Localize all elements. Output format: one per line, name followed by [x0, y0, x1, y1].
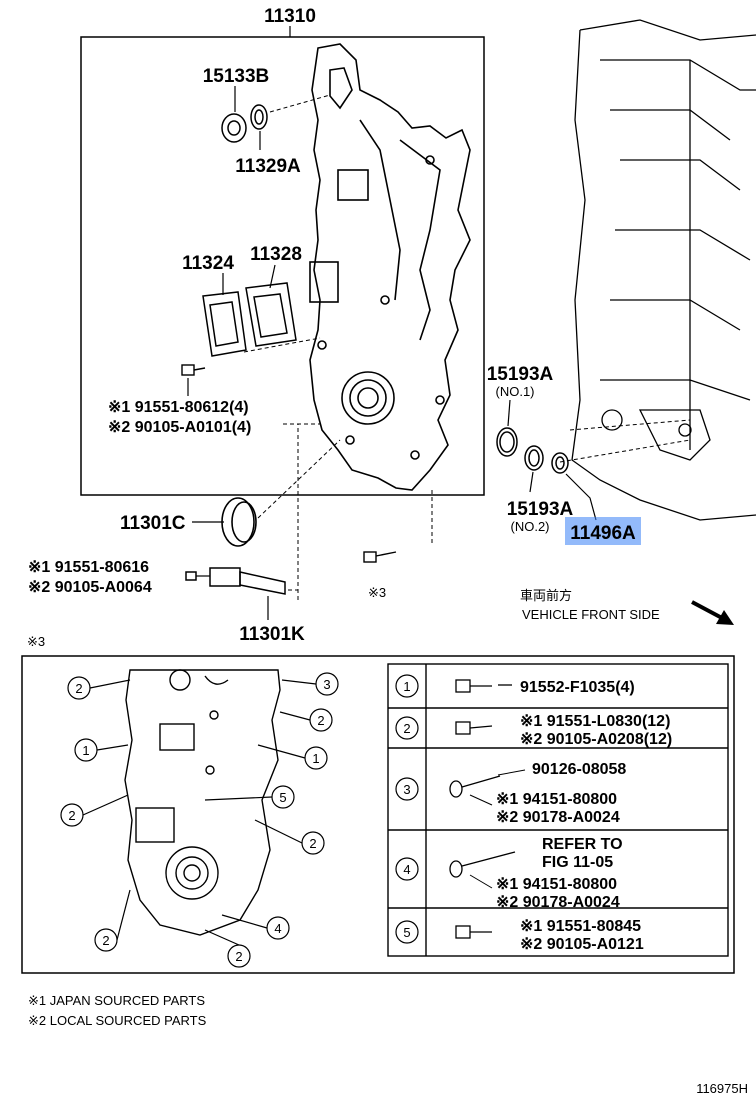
seals-drawing: [496, 427, 569, 474]
legend-num-4: 4: [403, 862, 410, 877]
footnote-japan: ※1 JAPAN SOURCED PARTS: [28, 993, 205, 1008]
legend-1-line-1[interactable]: 91552-F1035(4): [520, 679, 635, 696]
part-label-o-ring-top[interactable]: 11329A: [235, 156, 301, 177]
callout-2: 1: [82, 743, 89, 758]
part-label-crank-seal[interactable]: 11301C: [120, 513, 186, 534]
legend-num-5: 5: [403, 925, 410, 940]
legend-2-line-2[interactable]: ※2 90105-A0208(12): [520, 731, 672, 748]
front-arrow-icon: [691, 600, 734, 625]
callout-6: 2: [317, 713, 324, 728]
callout-9: 2: [309, 836, 316, 851]
sensor-bolt-2[interactable]: ※2 90105-A0064: [28, 579, 152, 596]
part-label-highlighted[interactable]: 11496A: [570, 523, 636, 544]
legend-table: [387, 663, 729, 957]
callout-1: 2: [75, 681, 82, 696]
callout-10: 4: [274, 921, 281, 936]
legend-3-line-1[interactable]: 90126-08058: [532, 761, 626, 778]
plate-bolt-1[interactable]: ※1 91551-80612(4): [108, 399, 249, 416]
callout-4: 2: [102, 933, 109, 948]
sensor-bolt-1[interactable]: ※1 91551-80616: [28, 559, 149, 576]
plate-drawing: [202, 282, 297, 357]
legend-num-3: 3: [403, 782, 410, 797]
assembly-box: [80, 36, 485, 496]
part-label-sensor[interactable]: 11301K: [239, 624, 305, 645]
legend-leaders: [469, 769, 526, 889]
legend-3-line-2[interactable]: ※1 94151-80800: [496, 791, 617, 808]
diagram-number: 116975H: [696, 1081, 748, 1096]
seal-no1-sub: (NO.1): [496, 384, 535, 399]
callout-11: 2: [235, 949, 242, 964]
engine-block-drawing: [571, 19, 756, 521]
inset-box: [21, 655, 735, 974]
legend-5-line-2[interactable]: ※2 90105-A0121: [520, 936, 644, 953]
legend-4-line-4[interactable]: ※2 90178-A0024: [496, 894, 620, 911]
vehicle-front-jp: 車両前方: [520, 588, 572, 603]
callout-7: 1: [312, 751, 319, 766]
part-label-plate[interactable]: 11324: [182, 253, 234, 274]
part-label-seal-no1[interactable]: 15193A: [487, 364, 554, 385]
legend-bolt-icons: [449, 679, 516, 939]
callout-5: 3: [323, 677, 330, 692]
legend-5-line-1[interactable]: ※1 91551-80845: [520, 918, 641, 935]
vehicle-front-en: VEHICLE FRONT SIDE: [522, 607, 660, 622]
callout-8: 5: [279, 790, 286, 805]
footnote-local: ※2 LOCAL SOURCED PARTS: [28, 1013, 207, 1028]
ref3-bolt-label: ※3: [368, 585, 386, 600]
legend-2-line-1[interactable]: ※1 91551-L0830(12): [520, 713, 670, 730]
plate-bolt-drawing: [181, 364, 206, 376]
sensor-drawing: [185, 567, 286, 595]
part-label-seal-no2[interactable]: 15193A: [507, 499, 574, 520]
crank-seal-drawing: [221, 497, 257, 547]
legend-4-line-3[interactable]: ※1 94151-80800: [496, 876, 617, 893]
ref3-bolt-drawing: [363, 551, 397, 563]
plate-bolt-2[interactable]: ※2 90105-A0101(4): [108, 419, 251, 436]
oil-seal-cap-drawing: [221, 104, 268, 143]
seal-no2-sub: (NO.2): [511, 519, 550, 534]
inset-callouts: [60, 672, 339, 968]
legend-num-1: 1: [403, 679, 410, 694]
timing-cover-drawing: [309, 43, 471, 491]
assembly-part-label[interactable]: 11310: [264, 6, 316, 27]
inset-cover-drawing: [124, 669, 281, 936]
part-label-oil-seal-cap[interactable]: 15133B: [203, 66, 270, 87]
highlight-box: [565, 517, 641, 545]
callout-3: 2: [68, 808, 75, 823]
legend-4-line-1: REFER TO: [542, 836, 623, 853]
legend-num-2: 2: [403, 721, 410, 736]
legend-4-line-2: FIG 11-05: [542, 854, 613, 871]
legend-3-line-3[interactable]: ※2 90178-A0024: [496, 809, 620, 826]
part-label-gasket[interactable]: 11328: [250, 244, 302, 265]
inset-label: ※3: [27, 634, 45, 649]
